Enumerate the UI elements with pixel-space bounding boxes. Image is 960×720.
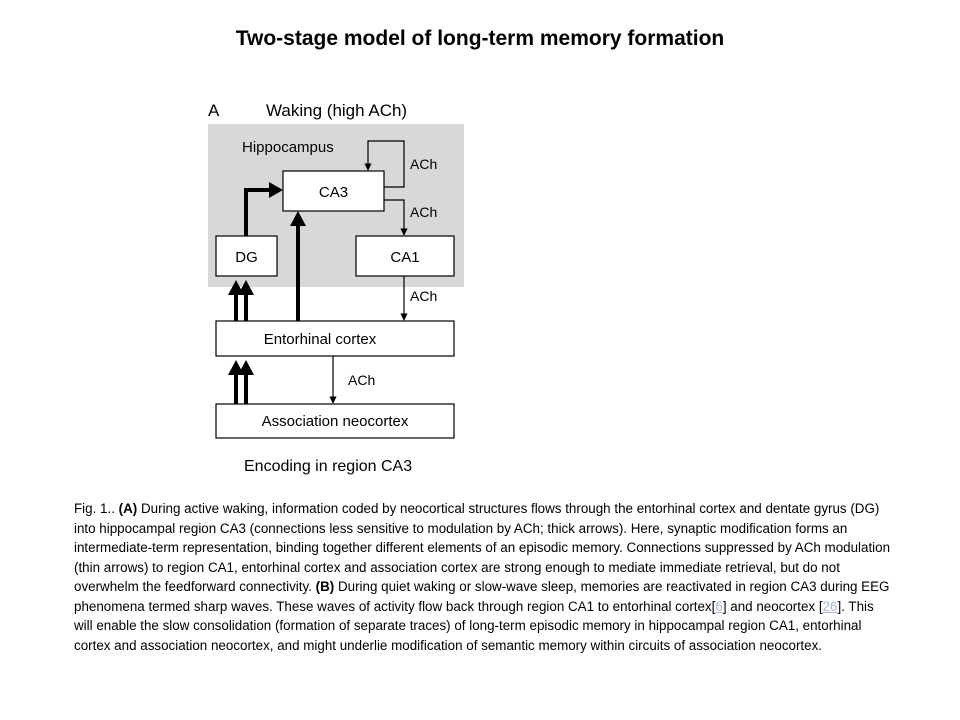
ca3-to-ca1-arrow [384, 199, 408, 236]
caption-sep: . [111, 501, 119, 516]
entorhinal-label: Entorhinal cortex [264, 331, 377, 348]
diagram-footer: Encoding in region CA3 [244, 458, 412, 475]
figure-caption: Fig. 1.. (A) During active waking, infor… [74, 499, 894, 655]
ach-label-recurrent: ACh [410, 156, 437, 172]
caption-text-b2: ] and neocortex [ [722, 598, 823, 614]
panel-letter: A [208, 101, 220, 120]
caption-text-a: During active waking, information coded … [74, 501, 891, 594]
ach-label-ca3-ca1: ACh [410, 204, 437, 220]
ca3-recurrent-arrow [364, 140, 405, 188]
reference-link-26[interactable]: 26 [822, 598, 838, 614]
caption-part-b-label: (B) [315, 579, 335, 594]
memory-model-diagram: A Waking (high ACh) Hippocampus CA3 DG C… [208, 101, 464, 475]
hippocampus-label: Hippocampus [242, 139, 334, 156]
ach-label-entorhinal-neocortex: ACh [348, 372, 375, 388]
reference-link-6[interactable]: 6 [715, 598, 723, 614]
dg-label: DG [235, 249, 258, 266]
caption-part-a-label: (A) [118, 501, 138, 516]
ca3-label: CA3 [319, 184, 348, 201]
slide-title: Two-stage model of long-term memory form… [235, 27, 725, 50]
ca1-node [355, 235, 455, 277]
ach-label-ca1-entorhinal: ACh [410, 288, 437, 304]
neocortex-label: Association neocortex [262, 413, 409, 430]
dg-to-ca3-thick-arrow [244, 182, 283, 236]
entorhinal-to-dg-thick-arrows [228, 280, 254, 321]
caption-text-b3: ]. This will enable the slow consolidati… [74, 598, 874, 653]
caption-text-b1: During quiet waking or slow-wave sleep, … [74, 579, 890, 614]
neocortex-to-entorhinal-thick-arrows [228, 360, 254, 404]
ca1-label: CA1 [390, 249, 419, 266]
caption-fig-label: Fig. 1. [74, 501, 112, 516]
neocortex-node [215, 403, 455, 439]
panel-heading: Waking (high ACh) [266, 101, 407, 120]
entorhinal-node [215, 320, 455, 357]
ca3-node [282, 170, 385, 212]
entorhinal-to-ca3-thick-arrow [290, 211, 306, 321]
